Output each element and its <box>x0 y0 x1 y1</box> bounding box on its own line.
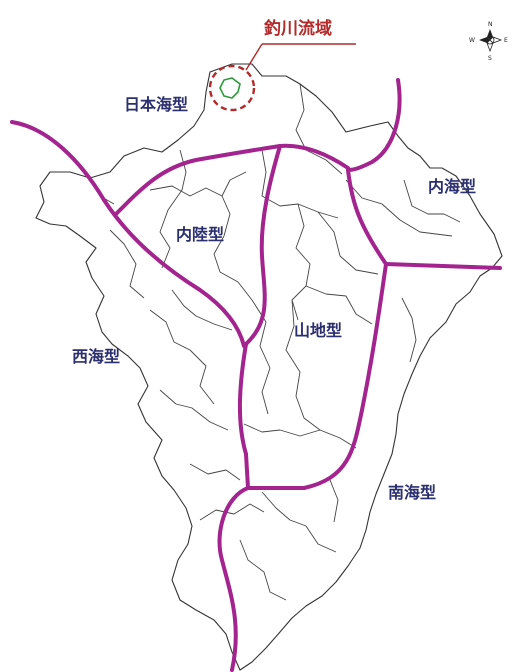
zone-line-east <box>346 168 502 270</box>
basin-river-shape <box>219 77 241 99</box>
basin-marker: 釣川流域 <box>208 18 356 112</box>
region-label-nairiku: 内陸型 <box>176 225 224 244</box>
compass-e: E <box>504 37 508 44</box>
climate-zone-boundaries <box>10 78 502 672</box>
basin-label: 釣川流域 <box>264 18 332 39</box>
region-label-nankai: 南海型 <box>388 483 436 502</box>
basin-leader-line <box>245 43 263 71</box>
compass-n: N <box>488 21 493 28</box>
zone-line-inner <box>244 144 282 346</box>
zone-line-south <box>217 486 306 672</box>
compass-s: S <box>488 55 492 62</box>
compass-w: W <box>469 37 475 44</box>
region-label-seikai: 西海型 <box>72 347 120 366</box>
region-label-sanchi: 山地型 <box>294 321 342 340</box>
region-labels: 日本海型 内陸型 内海型 山地型 西海型 南海型 <box>72 95 476 502</box>
kyushu-island-outline <box>35 63 503 671</box>
zone-line-north <box>114 143 350 216</box>
zone-line-southeast <box>302 262 388 490</box>
region-label-nihonkai: 日本海型 <box>124 95 188 114</box>
zone-line-northwest <box>10 120 246 348</box>
zone-line-middle <box>237 342 250 490</box>
region-label-naikai: 内海型 <box>428 177 476 196</box>
dashed-circle-marker-icon <box>208 64 256 112</box>
compass-rose-icon: N S E W <box>469 21 508 62</box>
zone-line-northeast <box>346 78 402 172</box>
